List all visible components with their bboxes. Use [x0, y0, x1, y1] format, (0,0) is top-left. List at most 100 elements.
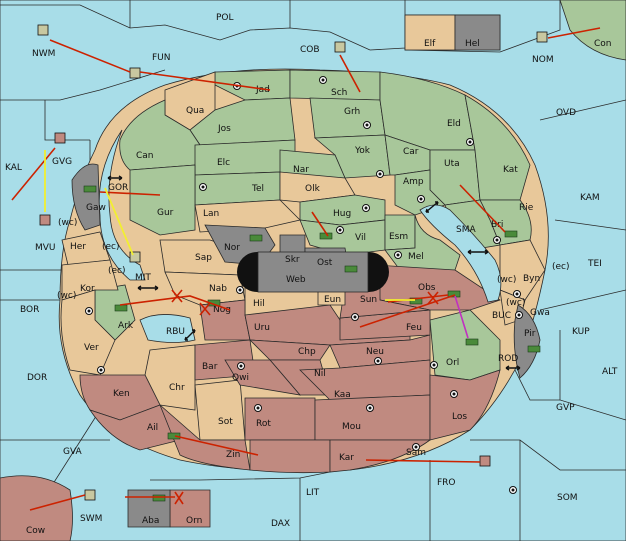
supply-center-icon: [368, 406, 372, 410]
supply-center-icon: [99, 368, 103, 372]
order-arrow: [459, 184, 506, 233]
label-lan: Lan: [203, 209, 219, 219]
fleet-icon[interactable]: [129, 251, 141, 263]
region-mou[interactable]: [314, 394, 431, 441]
army-icon[interactable]: [344, 265, 358, 273]
region-los[interactable]: [429, 369, 501, 441]
label-bri: Bri: [491, 220, 503, 230]
region-can[interactable]: [119, 99, 201, 171]
label-rbu: RBU: [166, 327, 185, 337]
sea-sma[interactable]: [419, 204, 502, 303]
fleet-icon[interactable]: [37, 24, 49, 36]
sea-gor[interactable]: [98, 129, 146, 281]
label-cob: COB: [300, 45, 320, 55]
army-icon[interactable]: [504, 230, 518, 238]
region-pir[interactable]: [513, 304, 541, 379]
label-gor: GOR: [108, 183, 128, 193]
box-hel[interactable]: [454, 14, 501, 51]
army-icon[interactable]: [114, 304, 128, 312]
label-vil: Vil: [355, 233, 366, 243]
order-arrow: [365, 459, 481, 463]
region-sot[interactable]: [194, 379, 246, 441]
failed-order-marks: [171, 289, 439, 505]
label-gvp: GVP: [556, 403, 575, 413]
coast-tag-mvu: (wc): [58, 218, 77, 228]
label-ver: Ver: [84, 343, 99, 353]
label-grh: Grh: [344, 107, 360, 117]
supply-center-icon: [517, 313, 521, 317]
label-chp: Chp: [298, 347, 316, 357]
label-pol: POL: [216, 13, 234, 23]
label-ail: Ail: [147, 423, 158, 433]
fail-icon: [427, 291, 439, 305]
double-arrow-icon: [137, 285, 159, 291]
region-lan[interactable]: [194, 199, 301, 233]
coast-tag-her: (ec): [102, 242, 120, 252]
fleet-icon[interactable]: [479, 455, 491, 467]
label-bar: Bar: [202, 362, 218, 372]
label-kat: Kat: [503, 165, 518, 175]
label-gwa: Gwa: [530, 308, 550, 318]
order-arrow: [99, 191, 161, 196]
army-icon[interactable]: [249, 234, 263, 242]
double-arrow-icon: [425, 201, 439, 213]
supply-center-icon: [396, 253, 400, 257]
fail-icon: [174, 491, 184, 505]
label-sch: Sch: [331, 88, 347, 98]
region-ken[interactable]: [79, 374, 161, 421]
order-arrow: [547, 27, 601, 39]
region-ver[interactable]: [60, 289, 116, 376]
label-esm: Esm: [389, 232, 408, 242]
sea-labels: POL FUN COB NWM NOM Con OVD KAL GOR MIT …: [5, 13, 618, 536]
region-gaw[interactable]: [71, 163, 101, 231]
region-yok[interactable]: [313, 134, 391, 179]
label-byn: Byn: [523, 274, 540, 284]
label-kar: Kar: [339, 453, 354, 463]
army-icon[interactable]: [527, 345, 541, 353]
coast-tag-byn: (wc): [497, 275, 516, 285]
supply-center-icon: [495, 238, 499, 242]
label-kor: Kor: [80, 284, 95, 294]
region-neu[interactable]: [329, 334, 431, 369]
label-skr: Skr: [285, 255, 300, 265]
army-icon[interactable]: [465, 338, 479, 346]
convoy-arrow: [454, 295, 469, 339]
label-gva: GVA: [63, 447, 83, 457]
label-alt: ALT: [602, 367, 618, 377]
region-mel[interactable]: [384, 214, 461, 271]
region-tel[interactable]: [194, 171, 281, 206]
fleet-icon[interactable]: [39, 214, 51, 226]
fleet-icon[interactable]: [84, 489, 96, 501]
supply-center-icon: [452, 392, 456, 396]
label-sot: Sot: [218, 417, 233, 427]
army-units: [83, 185, 541, 502]
tan-labels: Lan Sap Her Kor Ver Nab Hil Chr Sot Byn …: [35, 39, 550, 427]
region-kar[interactable]: [249, 439, 331, 474]
label-aba: Aba: [142, 516, 159, 526]
label-los: Los: [452, 412, 467, 422]
army-icon[interactable]: [167, 432, 181, 440]
fleet-icon[interactable]: [129, 67, 141, 79]
region-kor[interactable]: [61, 259, 119, 301]
army-icon[interactable]: [152, 494, 166, 502]
sea-rbu[interactable]: [139, 314, 196, 343]
fail-icon: [199, 302, 211, 316]
supply-center-icon: [468, 140, 472, 144]
fleet-icon[interactable]: [334, 41, 346, 53]
double-arrow-icon: [467, 249, 489, 255]
region-grh[interactable]: [309, 97, 386, 139]
region-gur[interactable]: [129, 164, 196, 236]
fleet-icon[interactable]: [54, 132, 66, 144]
label-gur: Gur: [157, 208, 174, 218]
order-arrow: [119, 295, 231, 311]
army-icon[interactable]: [83, 185, 97, 193]
label-obs: Obs: [418, 283, 436, 293]
label-som: SOM: [557, 493, 578, 503]
region-chr[interactable]: [144, 344, 196, 411]
region-zin[interactable]: [159, 404, 251, 471]
army-icon[interactable]: [447, 290, 461, 298]
label-tel: Tel: [251, 184, 264, 194]
fleet-icon[interactable]: [536, 31, 548, 43]
label-kaa: Kaa: [334, 390, 351, 400]
